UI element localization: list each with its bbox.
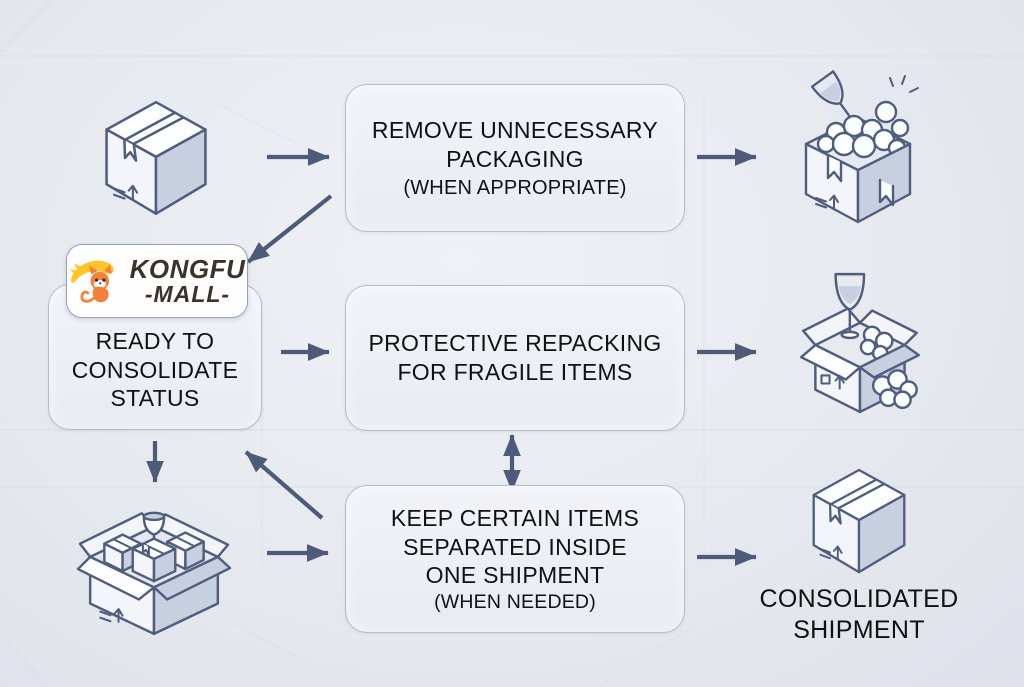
arrow-keep-to-ready [244,450,324,520]
node-note: (WHEN NEEDED) [434,590,596,613]
tilted-wine-glass-icon [810,70,851,118]
closed-box-icon [105,100,207,215]
consolidated-shipment-label: CONSOLIDATED SHIPMENT [759,585,959,644]
bubble-wrap-icon [871,369,918,410]
small-box-icon [131,537,177,583]
node-remove-packaging: REMOVE UNNECESSARY PACKAGING (WHEN APPRO… [345,84,685,232]
box-with-bubblewrap-icon [804,70,919,224]
goblet-icon [142,511,166,542]
logo-text: KONGFU -MALL- [130,256,246,306]
node-title: PROTECTIVE REPACKING FOR FRAGILE ITEMS [368,330,662,385]
node-title: KEEP CERTAIN ITEMS SEPARATED INSIDE ONE … [390,505,640,589]
bubble-wrap-icon [859,325,894,362]
fragile-marks-icon [815,194,839,209]
fragile-marks-icon [820,374,845,390]
node-note: (WHEN APPROPRIATE) [403,177,627,200]
open-box-with-items-icon [76,511,232,636]
cat-mascot-icon [68,260,114,303]
logo-line2: -MALL- [144,280,231,307]
wine-glass-icon [834,272,866,340]
fragile-marks-icon [819,545,843,560]
sparkle-icon [889,75,919,93]
open-box-wine-glass-icon [799,272,920,414]
node-keep-separated: KEEP CERTAIN ITEMS SEPARATED INSIDE ONE … [345,485,685,633]
node-label: READY TO CONSOLIDATE STATUS [71,328,239,412]
arrow-remove-to-logo [246,194,333,264]
kongfu-mall-logo-badge: KONGFU -MALL- [66,244,248,318]
fragile-marks-icon [99,608,124,623]
node-title: REMOVE UNNECESSARY PACKAGING [371,116,659,172]
bubble-wrap-icon [816,100,910,159]
fragile-marks-icon [112,184,139,201]
closed-box-icon [812,468,906,574]
node-protective-repacking: PROTECTIVE REPACKING FOR FRAGILE ITEMS [345,285,685,431]
logo-line1: KONGFU [129,254,246,285]
